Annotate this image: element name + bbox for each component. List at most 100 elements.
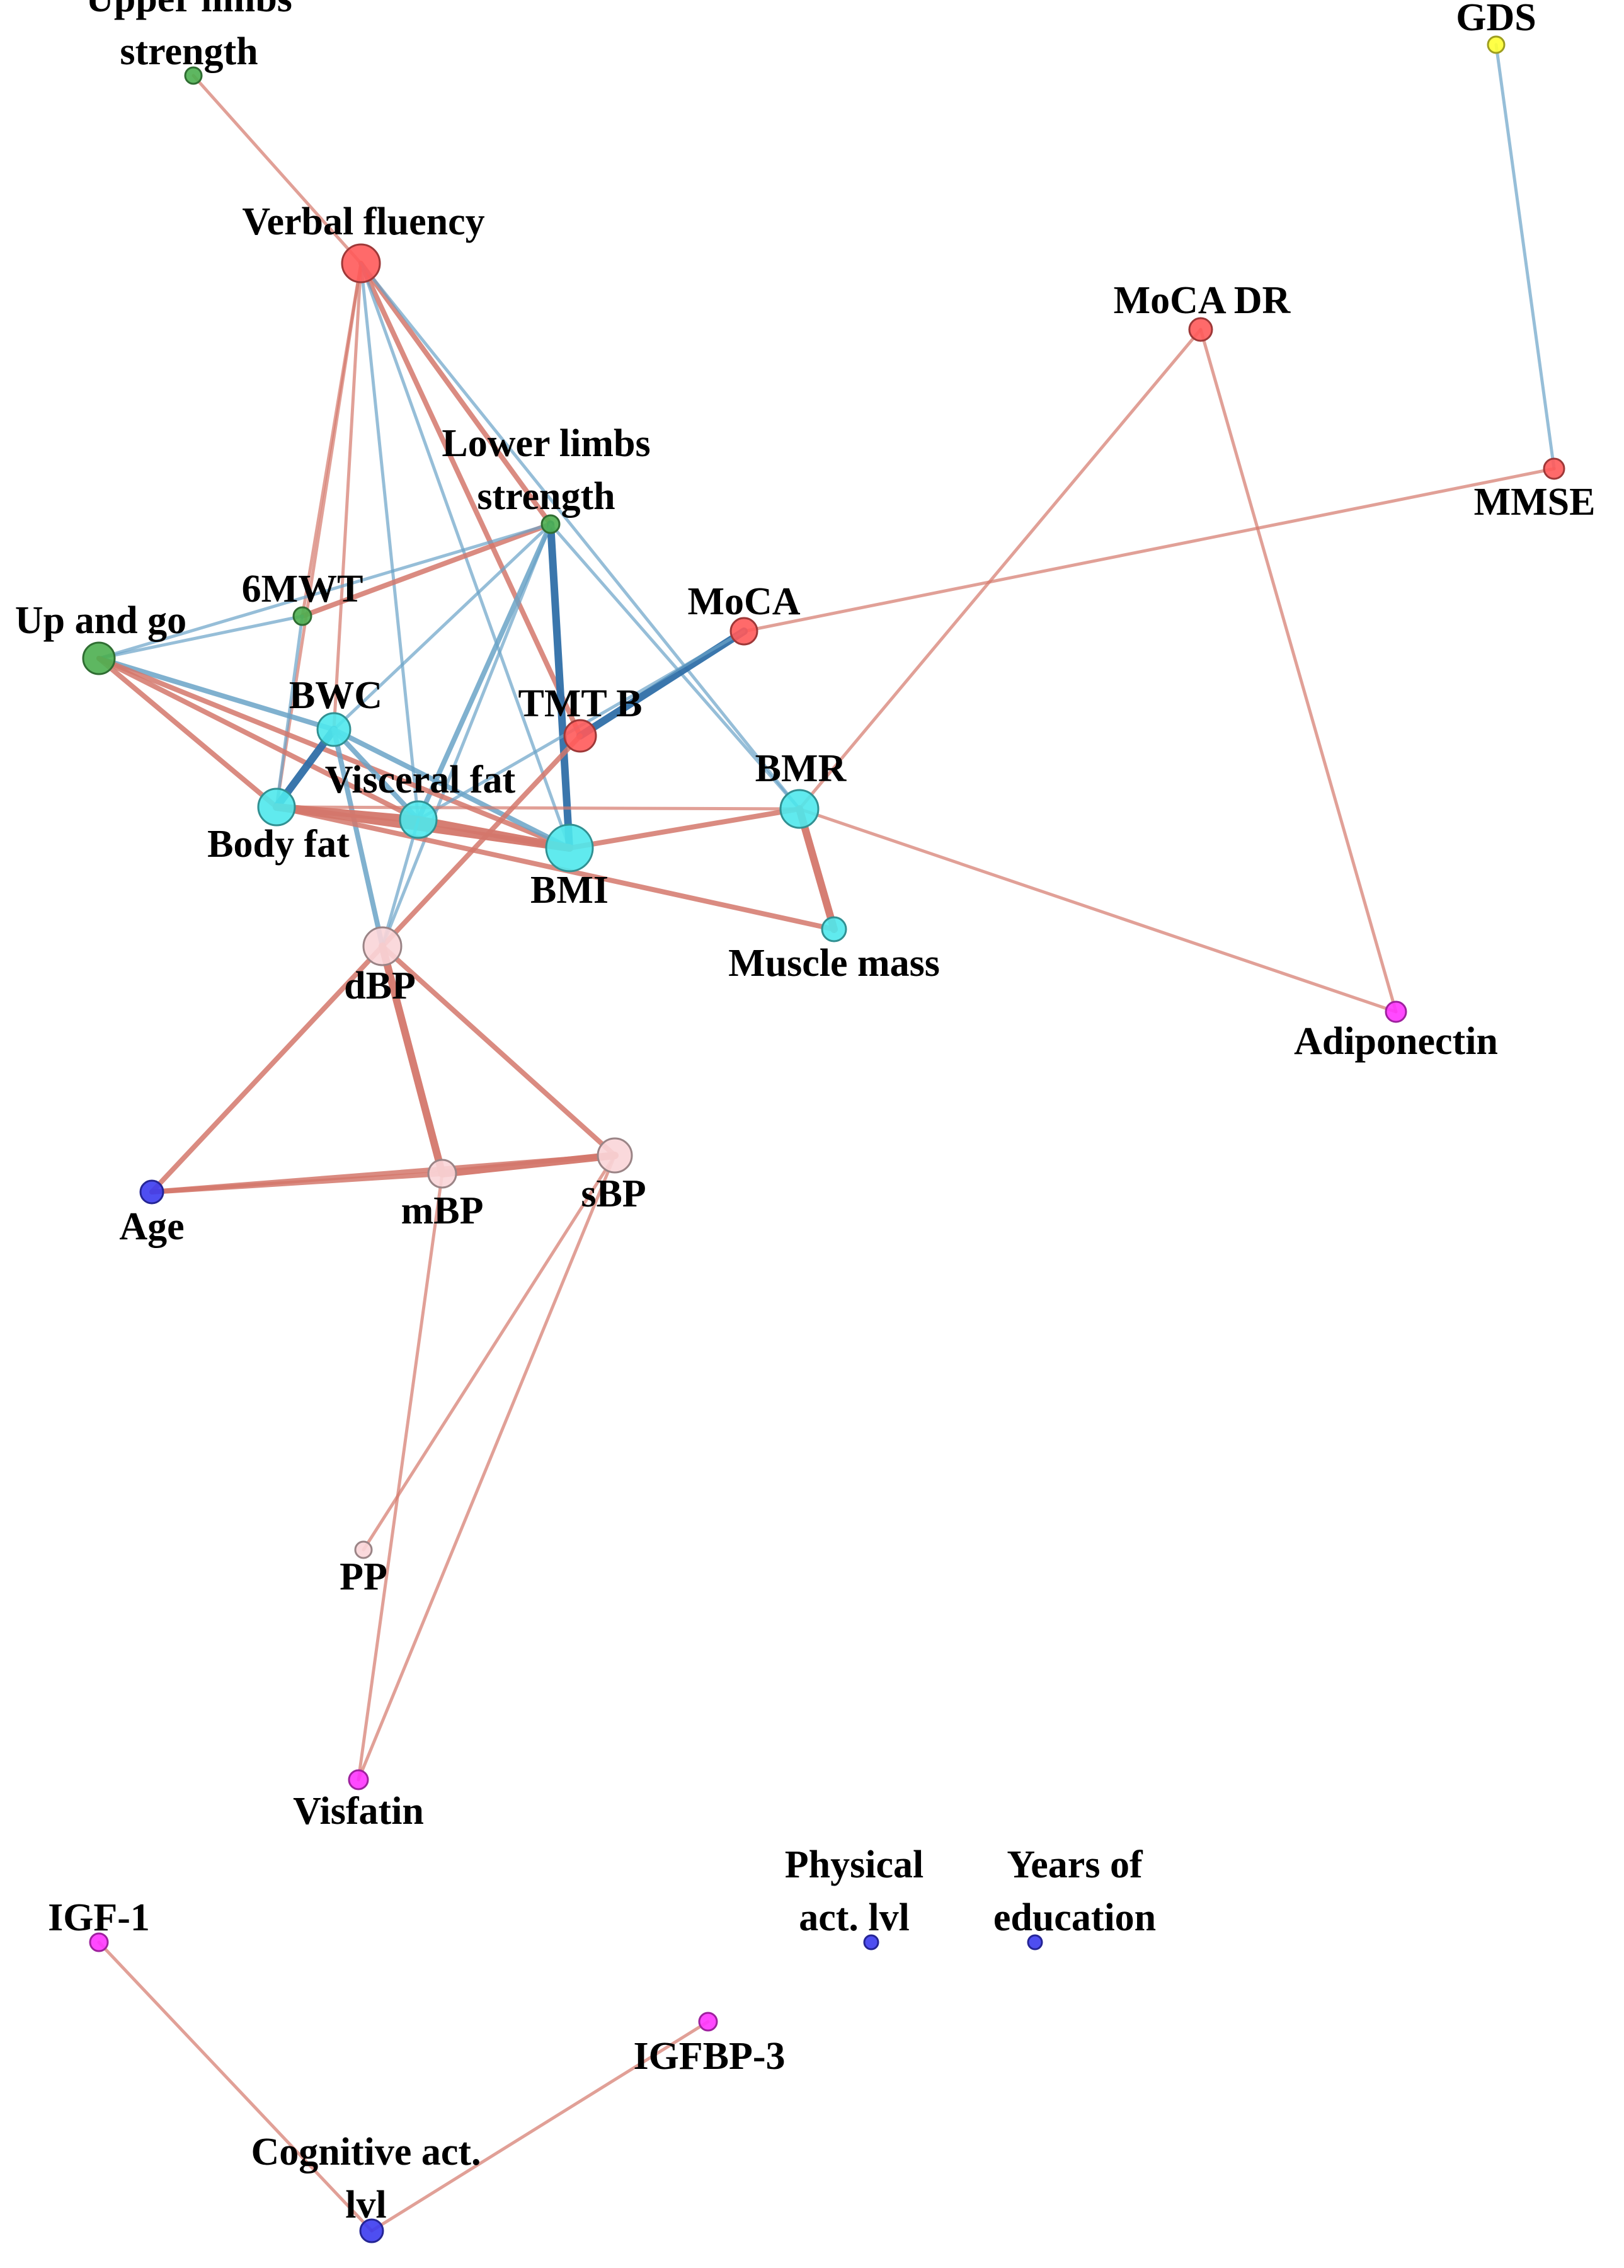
edge-mmse-moca	[742, 467, 1556, 633]
edge-bwc-bmi	[331, 727, 572, 850]
node-moca_dr	[1188, 317, 1213, 342]
node-up_and_go	[82, 641, 116, 675]
node-mmse	[1543, 457, 1565, 480]
node-igf1	[89, 1932, 109, 1952]
label-bmr: BMR	[755, 747, 847, 790]
label-line-upper_limbs-1: strength	[120, 30, 258, 73]
label-line-cognitive_act-0: Cognitive act.	[251, 2131, 481, 2174]
label-cognitive_act: Cognitive act.lvl	[251, 2131, 481, 2226]
edge-dbp-sbp	[380, 944, 617, 1158]
edge-lower_limbs-6mwt	[300, 522, 553, 619]
label-line-bmr-0: BMR	[755, 747, 847, 790]
label-line-mbp-0: mBP	[401, 1189, 484, 1232]
label-line-body_fat-0: Body fat	[207, 823, 350, 866]
label-line-lower_limbs-1: strength	[477, 475, 615, 518]
node-lower_limbs	[540, 514, 561, 534]
label-igfbp3: IGFBP-3	[633, 2035, 785, 2078]
label-bmi: BMI	[530, 869, 609, 912]
edge-6mwt-up_and_go	[97, 614, 304, 660]
node-moca	[729, 617, 758, 646]
label-pp: PP	[340, 1555, 387, 1598]
label-mmse: MMSE	[1474, 481, 1596, 524]
label-up_and_go: Up and go	[15, 599, 186, 642]
label-line-years_edu-0: Years of	[1007, 1843, 1143, 1886]
edge-sbp-visfatin	[357, 1154, 617, 1782]
node-upper_limbs	[184, 66, 203, 85]
label-line-age-0: Age	[119, 1205, 184, 1248]
edge-bwc-visceral_fat	[331, 727, 421, 822]
edge-upper_limbs-verbal_fluency	[192, 74, 363, 265]
label-line-igf1-0: IGF-1	[48, 1896, 150, 1939]
edge-visceral_fat-dbp	[380, 818, 420, 948]
edge-mbp-sbp	[438, 1152, 619, 1177]
label-visfatin: Visfatin	[293, 1790, 424, 1833]
edge-sbp-pp	[362, 1154, 617, 1552]
edge-gds-mmse	[1494, 43, 1556, 471]
label-gds: GDS	[1456, 0, 1536, 39]
node-mbp	[427, 1159, 457, 1189]
label-line-lower_limbs-0: Lower limbs	[442, 422, 650, 465]
label-sbp: sBP	[581, 1172, 646, 1215]
label-line-physical_act-0: Physical	[785, 1843, 924, 1886]
edge-lower_limbs-up_and_go	[97, 522, 552, 660]
edge-verbal_fluency-visceral_fat	[359, 261, 420, 822]
edges-layer	[96, 43, 1556, 2233]
node-adiponectin	[1385, 1000, 1407, 1023]
label-line-dbp-0: dBP	[344, 965, 416, 1007]
label-line-upper_limbs-0: Upper limbs	[86, 0, 292, 20]
node-years_edu	[1027, 1934, 1043, 1950]
node-verbal_fluency	[341, 243, 381, 284]
node-tmt_b	[563, 719, 597, 753]
edge-lower_limbs-bwc	[332, 522, 552, 731]
label-line-verbal_fluency-0: Verbal fluency	[242, 200, 484, 243]
node-cognitive_act	[359, 2218, 384, 2243]
nodes-layer	[82, 35, 1565, 2243]
label-igf1: IGF-1	[48, 1896, 150, 1939]
node-dbp	[362, 926, 403, 966]
node-6mwt	[292, 606, 312, 626]
label-line-bmi-0: BMI	[530, 869, 609, 912]
label-line-muscle_mass-0: Muscle mass	[728, 942, 940, 985]
labels-layer: Upper limbsstrengthVerbal fluencyGDSMoCA…	[15, 0, 1596, 2226]
label-body_fat: Body fat	[207, 823, 350, 866]
edge-body_fat-muscle_mass	[274, 805, 837, 932]
label-line-visfatin-0: Visfatin	[293, 1790, 424, 1833]
edge-body_fat-bmr	[275, 805, 801, 811]
label-line-igfbp3-0: IGFBP-3	[633, 2035, 785, 2078]
edge-moca_dr-adiponectin	[1199, 328, 1398, 1014]
edge-bmr-adiponectin	[798, 807, 1398, 1014]
node-bmi	[545, 823, 594, 873]
label-line-visceral_fat-0: Visceral fat	[325, 759, 516, 801]
edge-dbp-age	[149, 944, 385, 1194]
edge-lower_limbs-visceral_fat	[416, 522, 553, 822]
edge-bwc-dbp	[331, 727, 385, 949]
edge-bmi-bmr	[567, 806, 802, 850]
label-tmt_b: TMT B	[518, 682, 643, 725]
node-muscle_mass	[821, 916, 847, 942]
edge-visceral_fat-bmi	[415, 816, 573, 852]
edge-verbal_fluency-bmr	[359, 261, 801, 811]
label-bwc: BWC	[289, 674, 382, 717]
label-line-up_and_go-0: Up and go	[15, 599, 186, 642]
label-age: Age	[119, 1205, 184, 1248]
label-line-moca_dr-0: MoCA DR	[1114, 279, 1291, 322]
edge-lower_limbs-dbp	[380, 522, 552, 948]
edge-igf1-cognitive_act	[97, 1940, 374, 2233]
edge-moca_dr-bmr	[798, 328, 1203, 811]
label-moca_dr: MoCA DR	[1114, 279, 1291, 322]
edge-bmr-muscle_mass	[796, 805, 838, 933]
edge-verbal_fluency-bwc	[332, 261, 363, 731]
edge-up_and_go-body_fat	[96, 656, 279, 810]
label-muscle_mass: Muscle mass	[728, 942, 940, 985]
label-adiponectin: Adiponectin	[1294, 1020, 1498, 1063]
edge-up_and_go-bmi	[96, 656, 572, 850]
label-visceral_fat: Visceral fat	[325, 759, 516, 801]
node-body_fat	[257, 788, 296, 827]
label-upper_limbs: Upper limbs strength	[86, 0, 292, 73]
node-bwc	[316, 712, 352, 747]
label-line-6mwt-0: 6MWT	[242, 568, 363, 610]
label-moca: MoCA	[687, 580, 800, 623]
edge-up_and_go-bwc	[96, 656, 336, 732]
